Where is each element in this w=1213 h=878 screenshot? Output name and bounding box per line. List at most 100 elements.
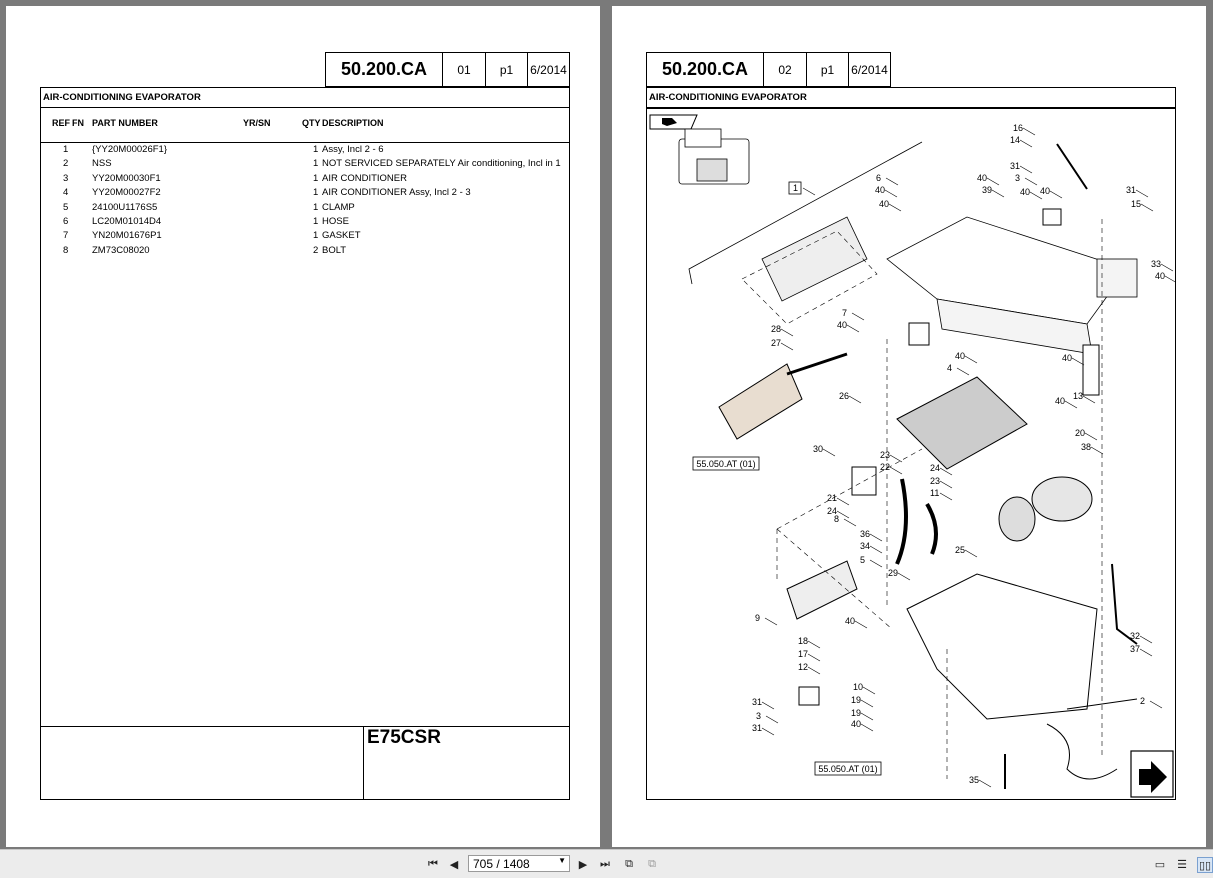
callout-label: 3 xyxy=(756,711,761,721)
leader-line xyxy=(761,701,775,710)
continuous-view-icon[interactable]: ☰ xyxy=(1177,858,1187,871)
leader-line xyxy=(1149,700,1163,709)
row-ref: 4 xyxy=(63,187,69,199)
callout-label: 22 xyxy=(880,462,890,472)
parts-table: REF FN PART NUMBER YR/SN QTY DESCRIPTION… xyxy=(40,107,570,727)
row-ref: 3 xyxy=(63,172,69,184)
row-description: Assy, Incl 2 - 6 xyxy=(322,144,384,155)
callout-label: 15 xyxy=(1131,199,1141,209)
leader-line xyxy=(888,203,902,212)
diagram-page: 50.200.CA 02 p1 6/2014 AIR-CONDITIONING … xyxy=(612,6,1206,847)
leader-line xyxy=(860,699,874,708)
first-page-icon[interactable]: ⏮ xyxy=(428,857,438,870)
callout-label: 14 xyxy=(1010,135,1020,145)
leader-line xyxy=(860,723,874,732)
revision-date: 6/2014 xyxy=(848,52,891,87)
leader-line xyxy=(846,324,860,333)
row-description: AIR CONDITIONER Assy, Incl 2 - 3 xyxy=(322,187,471,199)
leader-line xyxy=(978,779,992,788)
callout-label: 40 xyxy=(955,351,965,361)
callout-label: 24 xyxy=(930,463,940,473)
row-qty: 1 xyxy=(313,158,319,170)
leader-line xyxy=(1019,165,1033,174)
callout-label: 7 xyxy=(842,308,847,318)
page-number-field[interactable]: 705 / 1408 ▼ xyxy=(468,855,570,872)
row-description: AIR CONDITIONER xyxy=(322,172,407,184)
next-page-icon[interactable]: ▶ xyxy=(578,858,588,871)
callout-label: 25 xyxy=(955,545,965,555)
section-code: 50.200.CA xyxy=(646,52,764,87)
model-name: E75CSR xyxy=(367,727,441,748)
leader-line xyxy=(1135,189,1149,198)
callout-label: 37 xyxy=(1130,644,1140,654)
leader-line xyxy=(889,466,903,475)
row-part-number: {YY20M00026F1} xyxy=(92,144,168,155)
footer-divider xyxy=(363,727,364,799)
callout-label: 19 xyxy=(851,708,861,718)
leader-line xyxy=(764,617,778,626)
leader-line xyxy=(836,510,850,519)
leader-line xyxy=(1064,400,1078,409)
row-part-number: YY20M00030F1 xyxy=(92,172,161,184)
callout-label: 13 xyxy=(1073,391,1083,401)
row-ref: 5 xyxy=(63,201,69,213)
leader-line xyxy=(991,189,1005,198)
col-part-number: PART NUMBER xyxy=(92,118,158,128)
leader-line xyxy=(1139,648,1153,657)
leader-line xyxy=(964,355,978,364)
svg-text:55.050.AT (01): 55.050.AT (01) xyxy=(818,764,877,774)
footer-box: E75CSR xyxy=(40,726,570,800)
leader-line xyxy=(1024,177,1038,186)
row-ref: 1 xyxy=(63,144,69,155)
section-title: AIR-CONDITIONING EVAPORATOR xyxy=(646,87,1176,108)
two-page-view-icon[interactable]: ▯▯ xyxy=(1197,857,1213,873)
leader-line xyxy=(1071,357,1085,366)
callout-label: 6 xyxy=(876,173,881,183)
leader-line xyxy=(1022,127,1036,136)
row-part-number: 24100U1176S5 xyxy=(92,201,158,213)
callout-label: 17 xyxy=(798,649,808,659)
leader-line xyxy=(848,395,862,404)
row-ref: 8 xyxy=(63,244,69,256)
callout-label: 40 xyxy=(845,616,855,626)
row-qty: 1 xyxy=(313,230,319,242)
leader-line xyxy=(1164,275,1178,284)
paste-page-icon[interactable]: ⧉ xyxy=(648,857,656,870)
callout-label: 31 xyxy=(752,697,762,707)
leader-line xyxy=(956,367,970,376)
leader-line xyxy=(1029,191,1043,200)
leader-line xyxy=(885,177,899,186)
callout-label: 40 xyxy=(1020,187,1030,197)
callout-label: 12 xyxy=(798,662,808,672)
callout-label: 27 xyxy=(771,338,781,348)
callout-label: 38 xyxy=(1081,442,1091,452)
row-ref: 7 xyxy=(63,230,69,242)
callout-label: 8 xyxy=(834,514,839,524)
assembly-1 xyxy=(678,128,750,185)
last-page-icon[interactable]: ⏭ xyxy=(600,857,610,870)
chevron-down-icon[interactable]: ▼ xyxy=(558,856,566,865)
single-page-view-icon[interactable]: ▭ xyxy=(1154,858,1166,871)
svg-text:55.050.AT (01): 55.050.AT (01) xyxy=(696,459,755,469)
row-part-number: YN20M01676P1 xyxy=(92,230,162,242)
col-ref: REF xyxy=(52,118,70,128)
callout-label: 10 xyxy=(853,682,863,692)
leader-line xyxy=(1160,263,1174,272)
callout-label: 28 xyxy=(771,324,781,334)
leader-line xyxy=(897,572,911,581)
callout-label: 21 xyxy=(827,493,837,503)
copy-page-icon[interactable]: ⧉ xyxy=(625,857,633,870)
callout-label: 31 xyxy=(1126,185,1136,195)
leader-line xyxy=(854,620,868,629)
leader-line xyxy=(836,497,850,506)
leader-line xyxy=(869,533,883,542)
leader-line xyxy=(986,177,1000,186)
prev-page-icon[interactable]: ◀ xyxy=(449,858,459,871)
callout-label: 40 xyxy=(851,719,861,729)
header-divider xyxy=(41,142,569,143)
callout-label: 40 xyxy=(1055,396,1065,406)
viewer-toolbar: ⏮ ◀ 705 / 1408 ▼ ▶ ⏭ ⧉ ⧉ ▭ ☰ ▯▯ xyxy=(0,849,1213,878)
row-part-number: YY20M00027F2 xyxy=(92,187,161,199)
